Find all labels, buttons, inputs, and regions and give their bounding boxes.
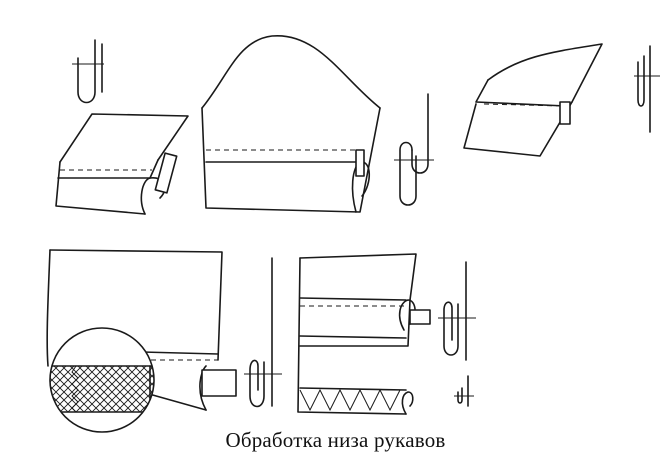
sleeve-with-cap xyxy=(202,36,380,212)
diagram-caption: Обработка низа рукавов xyxy=(225,428,446,452)
seam-cross-section-top-center xyxy=(394,94,434,205)
sleeve-piece-flat-left xyxy=(56,114,188,214)
seam-cross-section-bottom-center xyxy=(438,262,476,406)
sleeve-piece-zigzag xyxy=(298,254,430,414)
seam-cross-section-top-left xyxy=(72,40,104,103)
sleeve-piece-with-loupe xyxy=(47,250,236,410)
seam-cross-section-top-right xyxy=(634,46,660,132)
sleeve-piece-slanted-right xyxy=(464,44,602,156)
seam-cross-section-bottom-left xyxy=(244,258,282,407)
magnified-fabric-loupe xyxy=(44,328,160,432)
